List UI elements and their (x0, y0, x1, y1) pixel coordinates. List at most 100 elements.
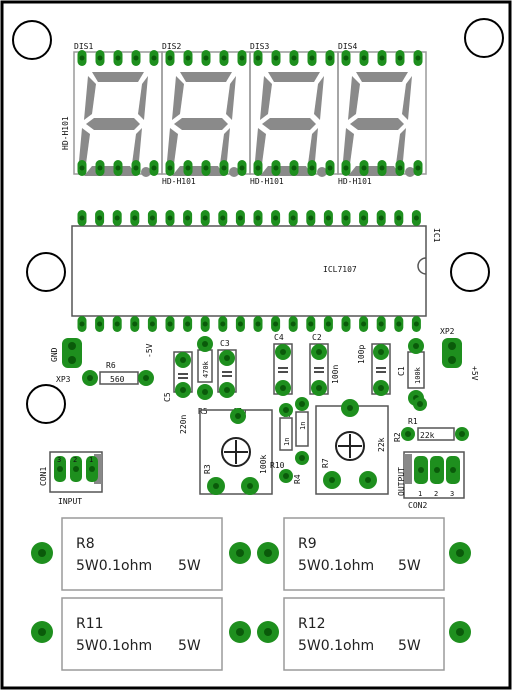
xp3-label: XP3 (56, 375, 71, 384)
display-pin-hole (291, 165, 297, 171)
ic-pin-hole (220, 321, 226, 327)
c5-capacitor: C5 220n (163, 351, 193, 434)
display-pin-hole (221, 165, 227, 171)
ic1-ref: IC1 (432, 228, 441, 243)
ic-pin-hole (308, 321, 314, 327)
ic-pin-hole (361, 215, 367, 221)
ic-pin-hole (220, 215, 226, 221)
display-pin-hole (309, 165, 315, 171)
display-pin-hole (151, 55, 157, 61)
power-resistor-r8: R8 5W0.1ohm 5W (31, 517, 251, 591)
display-pin-hole (167, 165, 173, 171)
input-label: INPUT (58, 497, 82, 506)
display-pin-hole (185, 165, 191, 171)
c2-capacitor: C2 100n (309, 333, 340, 396)
minus5v-label: -5V (145, 343, 154, 358)
display-pin-hole (221, 55, 227, 61)
c-100p-capacitor: 100p (357, 343, 391, 396)
ic-pins (77, 210, 421, 332)
display-pin-hole (115, 165, 121, 171)
ic1-part: ICL7107 (323, 265, 357, 274)
r7-value: 22k (377, 437, 386, 452)
ic-pin-hole (343, 215, 349, 221)
con1-pin-3: 3 (57, 456, 61, 464)
ic-pin-hole (202, 321, 208, 327)
ic-pin-hole (97, 321, 103, 327)
display-pin-hole (203, 55, 209, 61)
ic-pin-hole (413, 321, 419, 327)
display-pin-hole (115, 55, 121, 61)
display-dis2: DIS2 HD-H101 (161, 42, 251, 186)
xp2-label: XP2 (440, 327, 455, 336)
r12-ref: R12 (298, 616, 326, 632)
r3-potentiometer: R3 100k (199, 408, 273, 495)
r7-potentiometer: R7 22k (315, 399, 389, 495)
ic-pin-hole (79, 215, 85, 221)
display-pin-hole (361, 55, 367, 61)
display-pin-hole (239, 55, 245, 61)
c5-ref: C5 (163, 392, 172, 402)
r5-value: 470k (202, 360, 210, 378)
display-pin-hole (273, 55, 279, 61)
r4-ref: R4 (293, 474, 302, 484)
ic-pin-hole (185, 215, 191, 221)
r11-ref: R11 (76, 616, 104, 632)
display-pin-hole (415, 55, 421, 61)
display-pin-hole (167, 55, 173, 61)
r11-power: 5W (178, 638, 201, 654)
ic-pin-hole (378, 215, 384, 221)
r9-ref: R9 (298, 536, 317, 552)
ic-pin-hole (132, 215, 138, 221)
ic-pin-hole (185, 321, 191, 327)
con2-ref: CON2 (408, 501, 427, 510)
c-100p-value: 100p (357, 345, 366, 364)
display-pin-hole (79, 165, 85, 171)
display-pin-hole (415, 165, 421, 171)
r10-value: 1n (283, 438, 291, 446)
xp2-connector: XP2 +5V (440, 327, 479, 381)
display-pin-hole (397, 165, 403, 171)
ic-pin-hole (273, 215, 279, 221)
ic-pin-hole (132, 321, 138, 327)
mounting-hole-tl (12, 20, 52, 60)
dis3-ref: DIS3 (250, 42, 269, 51)
mounting-hole-bl (26, 384, 66, 424)
r1-resistor: R1 22k R2 (393, 397, 469, 442)
display-pin-hole (327, 165, 333, 171)
dis2-ref: DIS2 (162, 42, 181, 51)
power-resistor-r9: R9 5W0.1ohm 5W (257, 517, 471, 591)
r1-ref: R1 (408, 417, 418, 426)
con1-pin-1: 1 (89, 456, 93, 464)
r8-value: 5W0.1ohm (76, 558, 152, 574)
r12-value: 5W0.1ohm (298, 638, 374, 654)
ic-pin-hole (308, 215, 314, 221)
ic-pin-hole (114, 215, 120, 221)
display-pin-hole (273, 165, 279, 171)
display-pin-hole (79, 55, 85, 61)
dis1-part: HD-H101 (162, 177, 196, 186)
xp3-connector: GND XP3 (50, 338, 82, 384)
con2-connector: 1 2 3 OUTPUT CON2 (397, 451, 465, 510)
display-pin-hole (151, 165, 157, 171)
r4-component: 1n R4 (293, 397, 309, 484)
mounting-hole-mr (450, 252, 490, 292)
display-pin-hole (133, 55, 139, 61)
r6-value: 560 (110, 375, 125, 384)
ic1: ICL7107 IC1 (71, 225, 441, 317)
display-pin-hole (309, 55, 315, 61)
con2-pin-3: 3 (450, 490, 454, 498)
ic-pin-hole (202, 215, 208, 221)
display-pin-hole (291, 55, 297, 61)
r9-power: 5W (398, 558, 421, 574)
ic-pin-hole (149, 321, 155, 327)
ic-pin-hole (79, 321, 85, 327)
r9-value: 5W0.1ohm (298, 558, 374, 574)
c1-component: 100k C1 (397, 338, 425, 406)
ic-pin-hole (255, 215, 261, 221)
ic-pin-hole (325, 321, 331, 327)
display-pin-hole (255, 55, 261, 61)
r10-ref: R10 (270, 461, 285, 470)
display-pin-hole (379, 55, 385, 61)
c1-ref: C1 (397, 366, 406, 376)
